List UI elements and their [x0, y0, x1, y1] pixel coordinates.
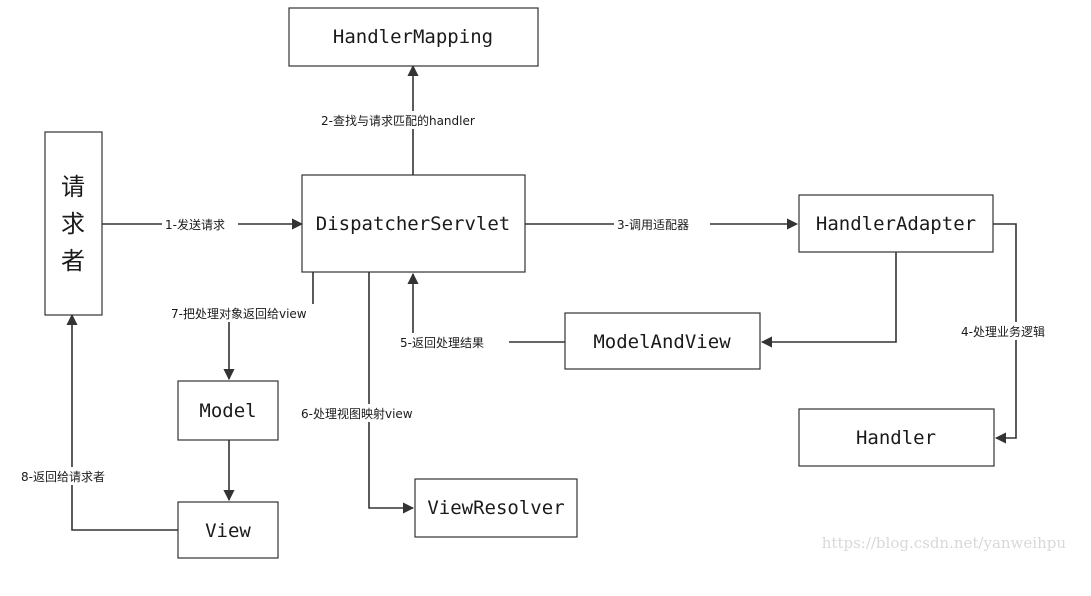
view-resolver-title: ViewResolver: [427, 497, 564, 519]
handler-adapter-title: HandlerAdapter: [816, 213, 976, 235]
label-return-result: 5-返回处理结果: [400, 336, 484, 350]
edge-adapter-to-modelandview: [760, 252, 897, 348]
view-title: View: [205, 520, 251, 542]
edge-view-mapping: [368, 272, 415, 514]
handler-mapping-box: [288, 7, 539, 67]
view-box: [177, 501, 279, 559]
handler-adapter-box: [798, 194, 994, 253]
label-call-adapter: 3-调用适配器: [617, 218, 689, 232]
handler-title: Handler: [856, 427, 936, 449]
edge-return-to-requester: [66, 313, 178, 531]
requester-char-3: 者: [61, 247, 85, 275]
watermark-text: https://blog.csdn.net/yanweihpu: [822, 534, 1067, 552]
model-and-view-box: [564, 312, 761, 370]
edge-return-to-view: [223, 272, 314, 381]
view-resolver-box: [414, 478, 578, 538]
label-send-request: 1-发送请求: [165, 217, 225, 232]
edge-return-result: [407, 272, 565, 343]
handler-box: [798, 408, 995, 467]
model-box: [177, 380, 279, 441]
requester-char-1: 请: [61, 173, 85, 201]
label-return-to-view: 7-把处理对象返回给view: [171, 307, 307, 321]
label-find-handler: 2-查找与请求匹配的handler: [321, 113, 475, 128]
dispatcher-servlet-box: [301, 174, 526, 273]
label-business-logic: 4-处理业务逻辑: [961, 324, 1045, 339]
dispatcher-servlet-title: DispatcherServlet: [316, 213, 510, 235]
handler-mapping-title: HandlerMapping: [333, 26, 493, 48]
label-return-to-requester: 8-返回给请求者: [21, 470, 105, 484]
model-and-view-title: ModelAndView: [593, 331, 731, 353]
label-view-mapping: 6-处理视图映射view: [301, 406, 413, 421]
requester-box: [44, 131, 103, 316]
model-title: Model: [199, 400, 256, 422]
requester-char-2: 求: [61, 210, 85, 238]
